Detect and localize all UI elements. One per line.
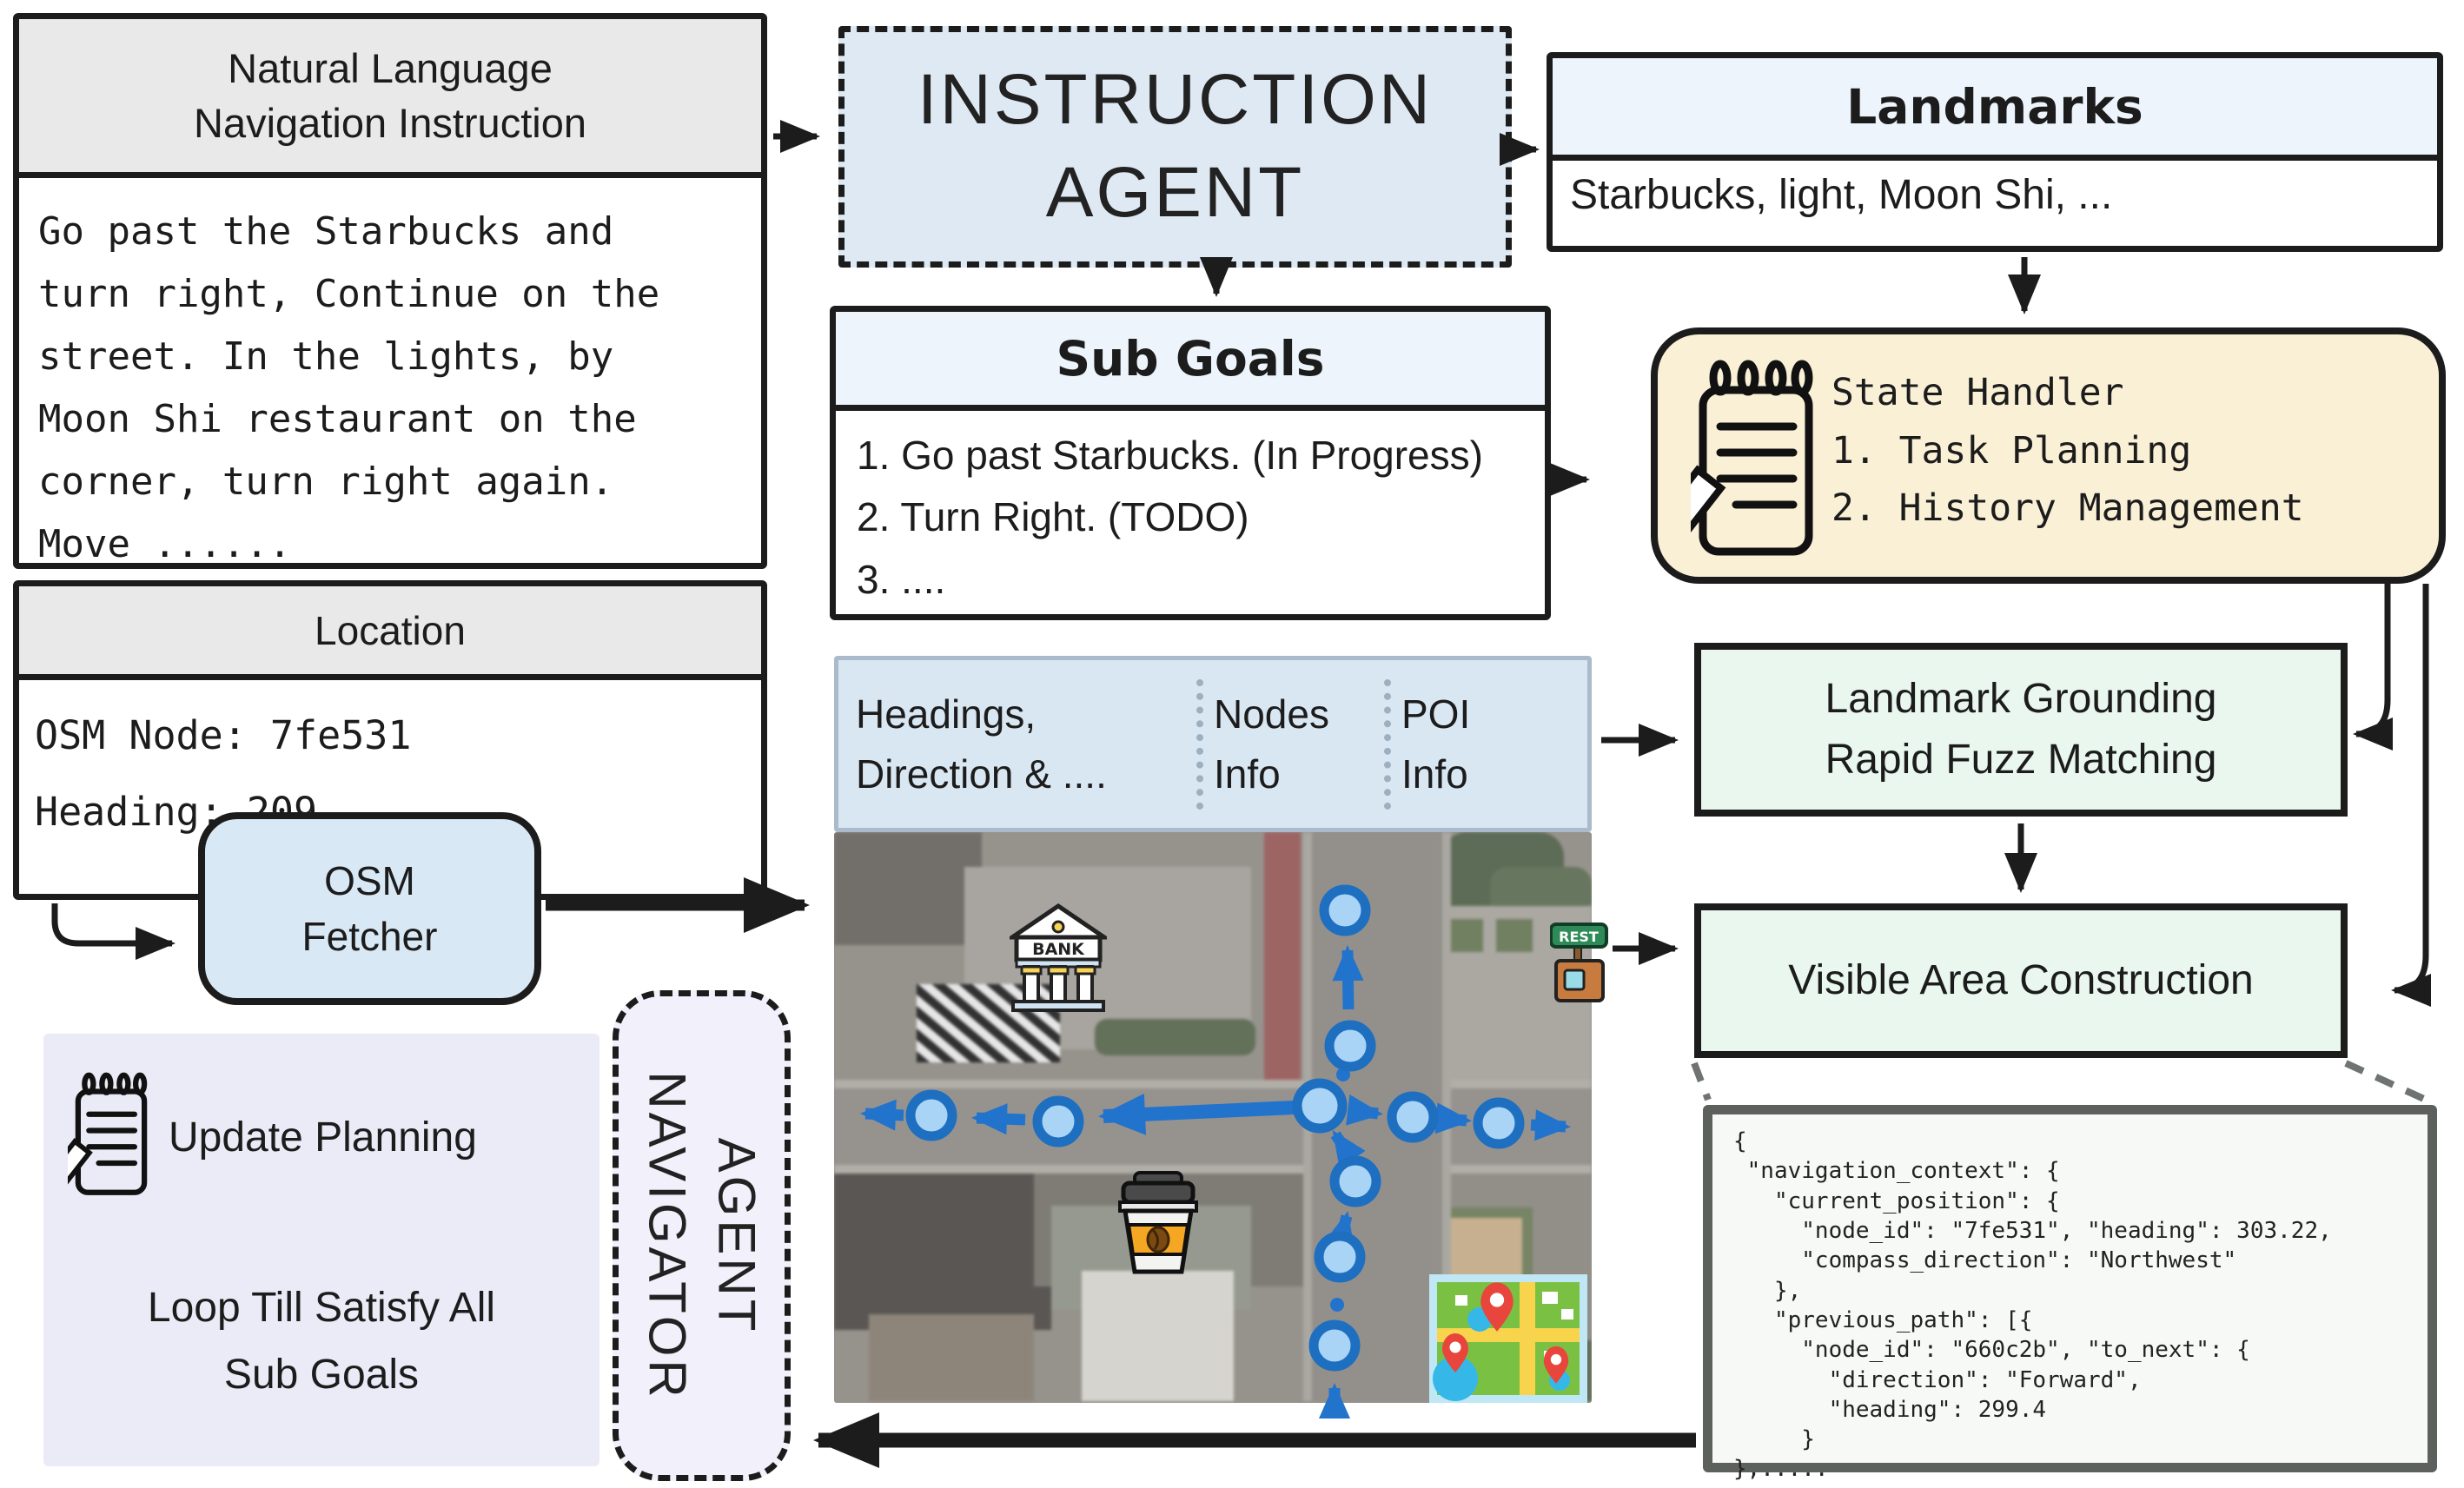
arrow-state-handler-to-grounding (2353, 584, 2394, 751)
instruction-agent-label: INSTRUCTION AGENT (917, 60, 1434, 232)
map-info-strip: Headings, Direction & .... Nodes Info PO… (834, 656, 1592, 832)
loop-till-satisfy-label: Loop Till Satisfy All Sub Goals (147, 1285, 496, 1398)
landmark-grounding-box: Landmark Grounding Rapid Fuzz Matching (1694, 643, 2348, 817)
sub-goals-list: 1. Go past Starbucks. (In Progress) 2. T… (836, 411, 1545, 625)
notepad-pencil-icon (68, 1072, 148, 1198)
aerial-map (834, 832, 1592, 1403)
sub-goals-title: Sub Goals (836, 312, 1545, 411)
aerial-imagery (834, 832, 1592, 1403)
navigation-context-code-panel: { "navigation_context": { "current_posit… (1703, 1105, 2437, 1482)
landmarks-title: Landmarks (1553, 58, 2437, 161)
sub-goal-item: 1. Go past Starbucks. (In Progress) (857, 433, 1483, 478)
natural-language-instruction-text: Go past the Starbucks and turn right, Co… (38, 209, 660, 566)
state-handler-text: State Handler 1. Task Planning 2. Histor… (1831, 371, 2304, 531)
update-planning-label: Update Planning (169, 1114, 477, 1161)
location-box: Location OSM Node: 7fe531 Heading: 209 (13, 580, 767, 900)
navigator-loop-box: Update Planning Loop Till Satisfy All Su… (43, 1034, 599, 1466)
natural-language-instruction-title: Natural Language Navigation Instruction (19, 19, 761, 178)
callout-funnel-right (2344, 1060, 2428, 1103)
navigator-agent-box: NAVIGATOR AGENT (613, 990, 791, 1481)
location-title: Location (19, 586, 761, 680)
arrow-state-handler-to-visible-area (2391, 584, 2432, 1007)
sub-goal-item: 2. Turn Right. (TODO) (857, 494, 1249, 540)
landmarks-list: Starbucks, light, Moon Shi, ... (1570, 172, 2113, 218)
natural-language-instruction-box: Natural Language Navigation Instruction … (13, 13, 767, 569)
strip-divider (1196, 679, 1203, 810)
strip-divider (1384, 679, 1391, 810)
navigator-agent-label-line1: NAVIGATOR (638, 1070, 696, 1401)
strip-headings-column: Headings, Direction & .... (856, 691, 1107, 797)
state-handler-box: State Handler 1. Task Planning 2. Histor… (1651, 327, 2446, 584)
sub-goal-item: 3. .... (857, 556, 946, 602)
instruction-agent-box: INSTRUCTION AGENT (838, 26, 1512, 268)
strip-poi-column: POI Info (1401, 691, 1471, 797)
arrow-location-to-osm-fetcher (51, 903, 176, 960)
navigator-agent-label-line2: AGENT (707, 1137, 765, 1334)
navigation-context-json: { "navigation_context": { "current_posit… (1733, 1128, 2332, 1483)
osm-fetcher-box: OSM Fetcher (198, 812, 541, 1005)
landmark-grounding-label: Landmark Grounding Rapid Fuzz Matching (1825, 676, 2217, 783)
sub-goals-box: Sub Goals 1. Go past Starbucks. (In Prog… (830, 306, 1551, 620)
callout-funnel-left (1691, 1061, 1712, 1101)
osm-fetcher-label: OSM Fetcher (301, 857, 438, 959)
landmarks-box: Landmarks Starbucks, light, Moon Shi, ..… (1547, 52, 2443, 252)
notepad-pencil-icon (1691, 360, 1813, 559)
visible-area-construction-box: Visible Area Construction (1694, 903, 2348, 1058)
visible-area-construction-label: Visible Area Construction (1788, 957, 2254, 1004)
strip-nodes-column: Nodes Info (1214, 691, 1329, 797)
